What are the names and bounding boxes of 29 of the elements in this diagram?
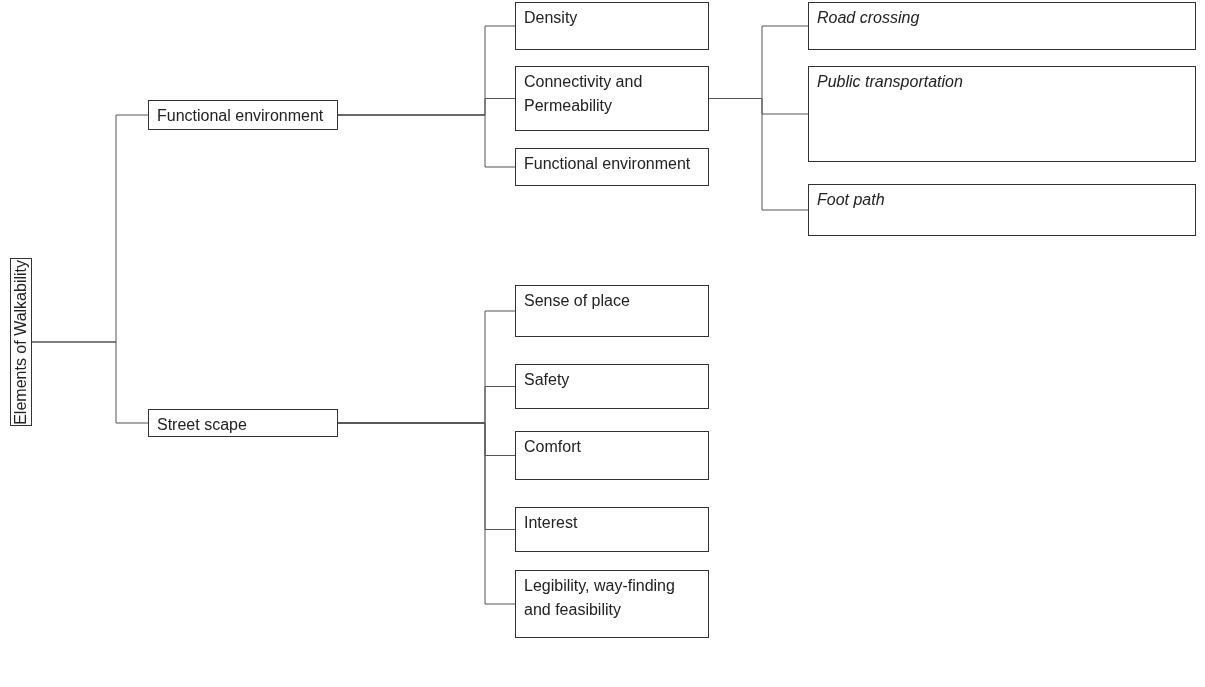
connector-line	[31, 341, 149, 424]
box-label: Foot path	[817, 190, 886, 210]
box-label: Safety	[524, 370, 571, 390]
label-box	[808, 66, 1196, 162]
box-label: Elements of Walkability	[11, 259, 30, 425]
box-label: Functional environment	[157, 106, 325, 126]
label-box	[148, 409, 338, 437]
box-label: Connectivity and Permeability	[524, 72, 644, 116]
box-label: Public transportation	[817, 72, 964, 92]
label-box	[148, 100, 338, 130]
box-label: Density	[524, 8, 579, 28]
box-label: Functional environment	[524, 154, 692, 174]
label-box	[515, 148, 709, 186]
label-box	[808, 184, 1196, 236]
label-box	[515, 66, 709, 131]
label-box	[808, 2, 1196, 50]
label-box	[515, 2, 709, 50]
label-box	[515, 507, 709, 552]
label-box	[515, 431, 709, 480]
box-label: Comfort	[524, 437, 582, 457]
box-label: Street scape	[157, 415, 248, 435]
box-label: Sense of place	[524, 291, 631, 311]
box-label: Legibility, way-finding and feasibility	[524, 576, 676, 620]
label-box	[515, 285, 709, 337]
label-box	[515, 364, 709, 409]
label-box	[515, 570, 709, 638]
connector-line	[337, 114, 516, 168]
box-label: Road crossing	[817, 8, 921, 28]
box-label: Interest	[524, 513, 579, 533]
